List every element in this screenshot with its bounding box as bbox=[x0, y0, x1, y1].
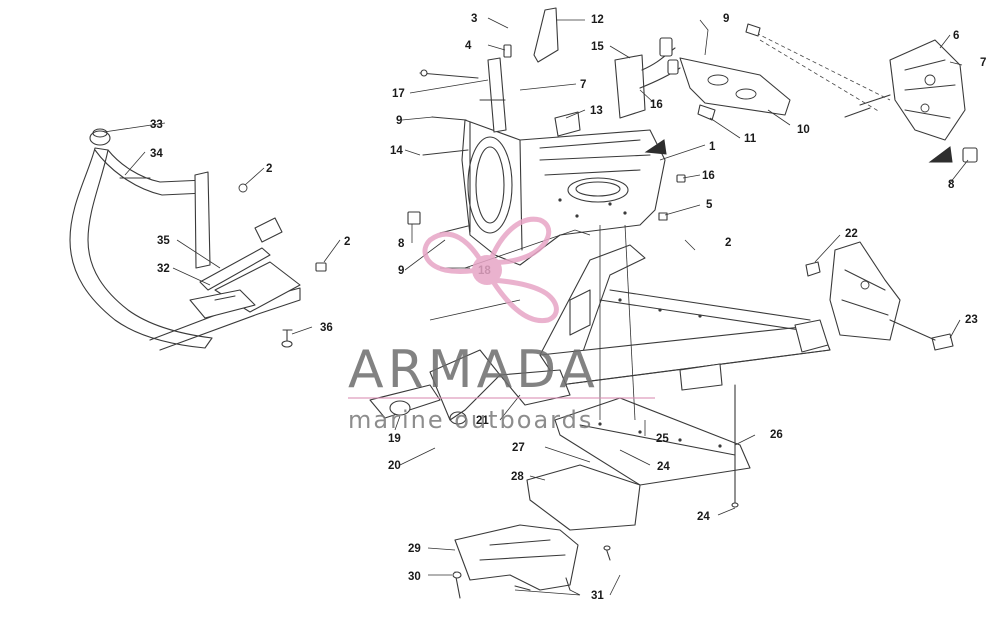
callout-32: 32 bbox=[157, 263, 170, 275]
callout-26: 26 bbox=[770, 429, 783, 441]
callout-29: 29 bbox=[408, 543, 421, 555]
callout-2: 2 bbox=[266, 163, 272, 175]
lower-frame-assembly bbox=[369, 244, 831, 425]
callout-24b: 24 bbox=[697, 511, 710, 523]
callout-31: 31 bbox=[591, 590, 604, 602]
callout-19: 19 bbox=[388, 433, 401, 445]
callout-2c: 2 bbox=[725, 237, 731, 249]
callout-9: 9 bbox=[723, 13, 729, 25]
callout-2b: 2 bbox=[344, 236, 350, 248]
callout-28: 28 bbox=[511, 471, 524, 483]
callout-33: 33 bbox=[150, 119, 163, 131]
callout-17: 17 bbox=[392, 88, 405, 100]
callout-34: 34 bbox=[150, 148, 163, 160]
steering-bracket-assembly bbox=[745, 23, 978, 163]
callout-27: 27 bbox=[512, 442, 525, 454]
callout-30: 30 bbox=[408, 571, 421, 583]
watermark-tagline: marine outboards bbox=[348, 406, 593, 434]
callout-labels: 1 2 2 2 3 4 5 6 7 7 8 8 9 9 9 10 11 12 1… bbox=[150, 13, 986, 602]
callout-8: 8 bbox=[398, 238, 405, 250]
callout-35: 35 bbox=[157, 235, 170, 247]
callout-1: 1 bbox=[709, 141, 716, 153]
callout-11: 11 bbox=[744, 133, 757, 145]
callout-23: 23 bbox=[965, 314, 978, 326]
callout-36: 36 bbox=[320, 322, 333, 334]
callout-7b: 7 bbox=[980, 57, 986, 69]
propeller-logo-icon bbox=[422, 216, 559, 324]
callout-25: 25 bbox=[656, 433, 669, 445]
callout-3: 3 bbox=[471, 13, 477, 25]
callout-6: 6 bbox=[953, 30, 959, 42]
callout-20: 20 bbox=[388, 460, 401, 472]
belly-pan-assembly bbox=[452, 397, 751, 599]
callout-5: 5 bbox=[706, 199, 713, 211]
callout-9c: 9 bbox=[398, 265, 404, 277]
callout-15: 15 bbox=[591, 41, 604, 53]
callout-13: 13 bbox=[590, 105, 603, 117]
callout-9b: 9 bbox=[396, 115, 402, 127]
callout-14: 14 bbox=[390, 145, 403, 157]
callout-8b: 8 bbox=[948, 179, 955, 191]
callout-7: 7 bbox=[580, 79, 586, 91]
callout-12: 12 bbox=[591, 14, 604, 26]
armada-watermark: ARMADA marine outboards bbox=[348, 216, 655, 434]
callout-16: 16 bbox=[650, 99, 663, 111]
watermark-brand: ARMADA bbox=[348, 340, 599, 400]
callout-24: 24 bbox=[657, 461, 670, 473]
callout-16b: 16 bbox=[702, 170, 715, 182]
callout-4: 4 bbox=[465, 40, 472, 52]
callout-21: 21 bbox=[476, 415, 489, 427]
right-mount-bracket bbox=[731, 241, 954, 508]
callout-10: 10 bbox=[797, 124, 810, 136]
front-bumper-assembly bbox=[69, 128, 327, 351]
callout-22: 22 bbox=[845, 228, 858, 240]
